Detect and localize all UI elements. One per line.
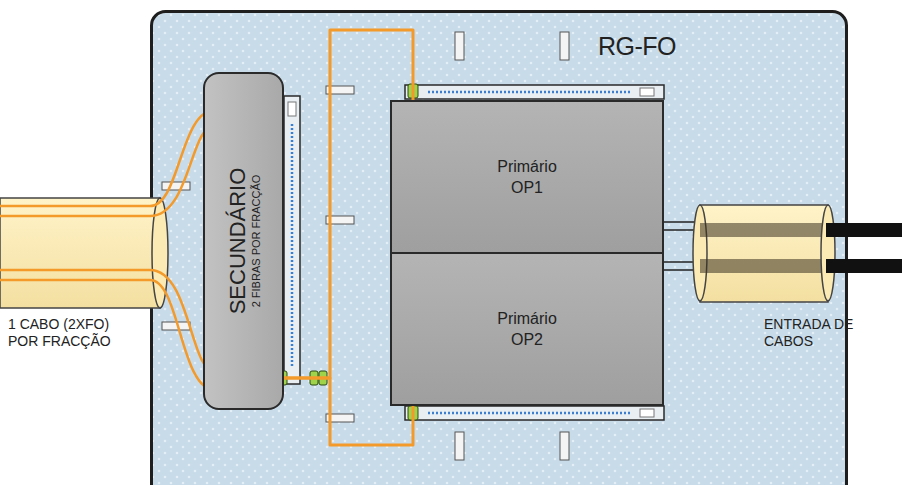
cabinet-title: RG-FO xyxy=(598,32,676,61)
cable-entry-note: ENTRADA DE CABOS xyxy=(764,316,856,350)
primary-panel: Primário OP2 xyxy=(390,252,664,406)
panel-title: SECUNDÁRIO xyxy=(225,76,249,406)
panel-title: Primário OP1 xyxy=(492,156,562,198)
cabinet-housing: RG-FO SECUNDÁRIO2 FIBRAS POR FRACÇÃO Primá… xyxy=(150,10,848,485)
panel-subtitle: 2 FIBRAS POR FRACÇÃO xyxy=(249,76,262,406)
panel-title: Primário OP2 xyxy=(492,308,562,350)
cable-note: 1 CABO (2XFO) POR FRACÇÃO xyxy=(8,316,132,350)
primary-panel: Primário OP1 xyxy=(390,100,664,254)
secondary-panel: SECUNDÁRIO2 FIBRAS POR FRACÇÃO xyxy=(203,72,284,410)
